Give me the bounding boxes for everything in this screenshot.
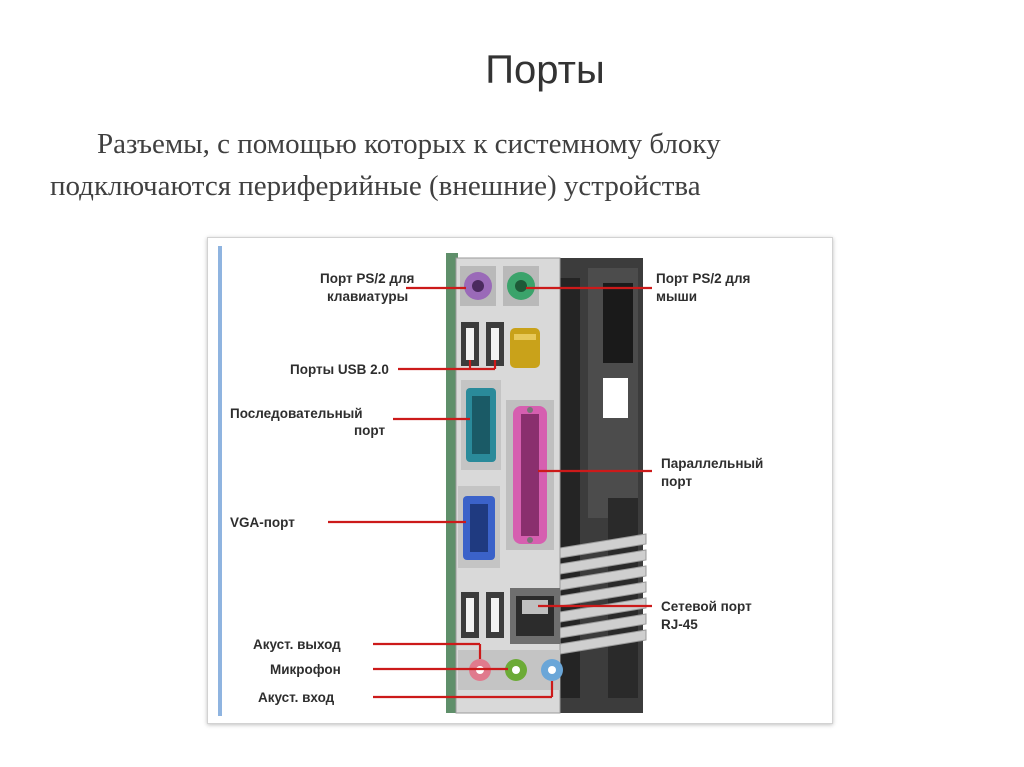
label-ps2-keyboard-1: Порт PS/2 для	[320, 271, 414, 286]
label-ps2-mouse-2: мыши	[656, 289, 697, 304]
rj45-port	[510, 588, 560, 644]
capacitor	[510, 328, 540, 368]
label-ps2-mouse-1: Порт PS/2 для	[656, 271, 750, 286]
slide-text-line-2: подключаются периферийные (внешние) устр…	[50, 170, 701, 202]
ports-diagram: Порт PS/2 для клавиатуры Порты USB 2.0 П…	[218, 246, 763, 716]
ports-diagram-frame: Порт PS/2 для клавиатуры Порты USB 2.0 П…	[207, 237, 833, 724]
label-serial-1: Последовательный	[230, 406, 363, 421]
slide-title: Порты	[485, 48, 605, 92]
label-audio-out: Акуст. выход	[253, 637, 341, 652]
frame-edge-strip	[218, 246, 222, 716]
ps2-keyboard-port	[460, 266, 496, 306]
usb-ports-top	[461, 322, 504, 366]
parallel-port	[506, 400, 554, 550]
label-audio-in: Акуст. вход	[258, 690, 335, 705]
label-network-2: RJ-45	[661, 617, 698, 632]
heatsink	[559, 533, 647, 655]
vga-port	[458, 486, 500, 568]
label-mic: Микрофон	[270, 662, 341, 677]
usb-ports-bottom	[461, 592, 504, 638]
slide-text-line-1: Разъемы, с помощью которых к системному …	[97, 128, 721, 160]
label-parallel-1: Параллельный	[661, 456, 763, 471]
label-vga: VGA-порт	[230, 515, 295, 530]
label-network-1: Сетевой порт	[661, 599, 752, 614]
serial-port	[461, 380, 501, 470]
ps2-mouse-port	[503, 266, 539, 306]
label-ps2-keyboard-2: клавиатуры	[327, 289, 408, 304]
label-parallel-2: порт	[661, 474, 692, 489]
label-usb: Порты USB 2.0	[290, 362, 389, 377]
label-serial-2: порт	[354, 423, 385, 438]
leader-lines	[328, 286, 652, 699]
